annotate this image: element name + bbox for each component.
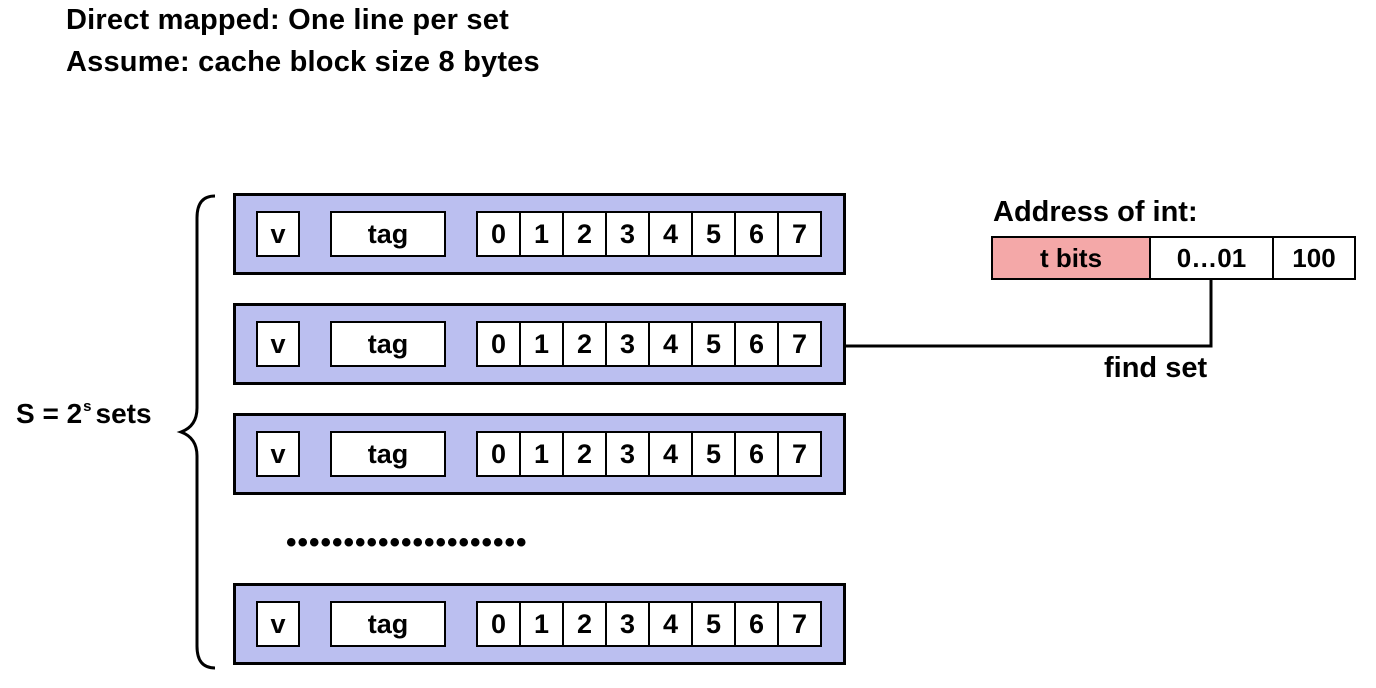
block-bytes: 0 1 2 3 4 5 6 7	[476, 601, 822, 647]
address-set-bits: 0…01	[1149, 236, 1274, 280]
block-byte: 5	[691, 211, 736, 257]
valid-bit: v	[256, 431, 300, 477]
valid-bit: v	[256, 601, 300, 647]
find-set-connector	[846, 280, 1213, 348]
sets-exponent: s	[83, 398, 92, 415]
block-byte: 6	[734, 211, 779, 257]
sets-prefix: S = 2	[16, 398, 83, 429]
address-offset-bits: 100	[1272, 236, 1356, 280]
block-byte: 3	[605, 601, 650, 647]
block-byte: 1	[519, 211, 564, 257]
cache-line-set-0: v tag 0 1 2 3 4 5 6 7	[233, 193, 846, 275]
block-byte: 7	[777, 321, 822, 367]
block-bytes: 0 1 2 3 4 5 6 7	[476, 321, 822, 367]
block-byte: 2	[562, 211, 607, 257]
tag-field: tag	[330, 601, 446, 647]
title-line-1: Direct mapped: One line per set	[66, 4, 509, 36]
block-byte: 1	[519, 431, 564, 477]
block-byte: 3	[605, 211, 650, 257]
block-byte: 6	[734, 321, 779, 367]
tag-field: tag	[330, 211, 446, 257]
find-set-label: find set	[1104, 352, 1208, 384]
block-byte: 6	[734, 601, 779, 647]
more-sets-ellipsis: •••••••••••••••••••••	[286, 526, 528, 559]
cache-line-set-1: v tag 0 1 2 3 4 5 6 7	[233, 303, 846, 385]
block-byte: 2	[562, 321, 607, 367]
block-byte: 0	[476, 431, 521, 477]
block-byte: 4	[648, 211, 693, 257]
block-byte: 3	[605, 431, 650, 477]
block-byte: 5	[691, 601, 736, 647]
block-bytes: 0 1 2 3 4 5 6 7	[476, 211, 822, 257]
valid-bit: v	[256, 321, 300, 367]
tag-field: tag	[330, 431, 446, 477]
block-byte: 7	[777, 601, 822, 647]
valid-bit: v	[256, 211, 300, 257]
address-tag-bits: t bits	[991, 236, 1151, 280]
block-byte: 4	[648, 321, 693, 367]
cache-line-set-last: v tag 0 1 2 3 4 5 6 7	[233, 583, 846, 665]
title-line-2: Assume: cache block size 8 bytes	[66, 46, 540, 78]
sets-brace	[176, 194, 216, 670]
block-byte: 6	[734, 431, 779, 477]
cache-line-set-2: v tag 0 1 2 3 4 5 6 7	[233, 413, 846, 495]
block-byte: 7	[777, 211, 822, 257]
block-byte: 4	[648, 601, 693, 647]
block-byte: 7	[777, 431, 822, 477]
block-byte: 5	[691, 321, 736, 367]
block-byte: 2	[562, 431, 607, 477]
block-bytes: 0 1 2 3 4 5 6 7	[476, 431, 822, 477]
block-byte: 4	[648, 431, 693, 477]
block-byte: 0	[476, 321, 521, 367]
address-title: Address of int:	[993, 196, 1198, 228]
block-byte: 0	[476, 211, 521, 257]
block-byte: 1	[519, 601, 564, 647]
block-byte: 2	[562, 601, 607, 647]
block-byte: 3	[605, 321, 650, 367]
block-byte: 0	[476, 601, 521, 647]
tag-field: tag	[330, 321, 446, 367]
block-byte: 1	[519, 321, 564, 367]
sets-suffix: sets	[95, 398, 152, 429]
block-byte: 5	[691, 431, 736, 477]
